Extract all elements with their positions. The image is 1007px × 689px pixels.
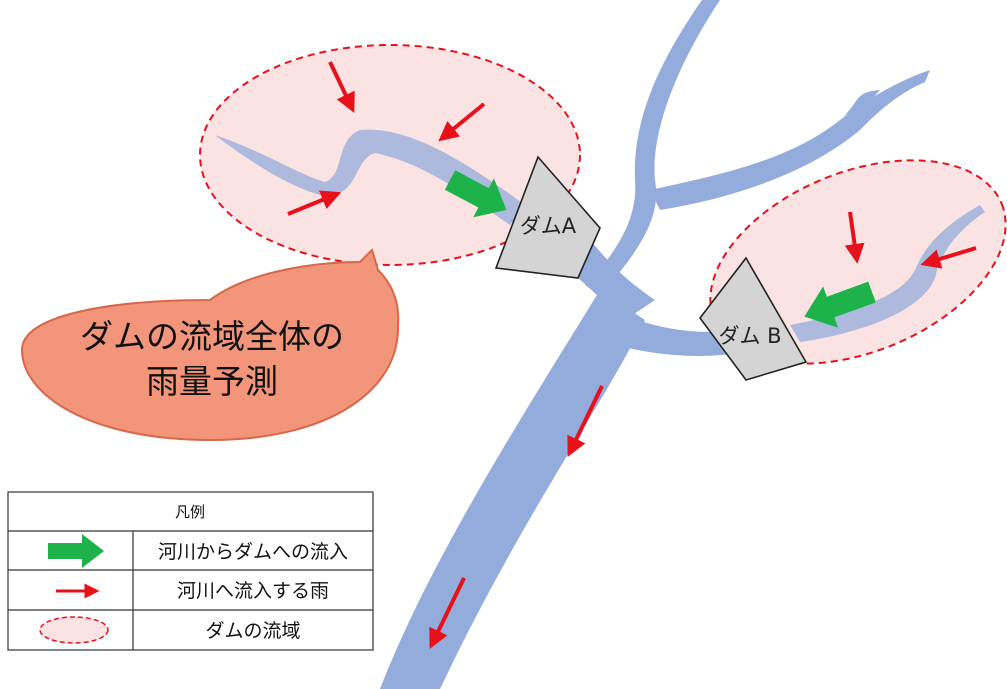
rain-arrows <box>287 61 977 650</box>
watershed-b-ellipse <box>709 159 1007 365</box>
green-arrow-icon <box>48 534 104 568</box>
rain-arrow <box>429 577 466 650</box>
rain-arrow <box>328 61 355 114</box>
river-upstream-b <box>790 205 985 342</box>
legend-label-watershed: ダムの流域 <box>205 620 300 642</box>
river-main-trunk <box>380 290 645 689</box>
inflow-arrow-a <box>444 170 507 218</box>
rain-arrow <box>920 246 977 269</box>
dam-b: ダム B <box>698 256 808 381</box>
legend-label-inflow: 河川からダムへの流入 <box>158 541 348 563</box>
river-right-branch <box>650 70 930 210</box>
inflow-arrow-b <box>804 281 876 328</box>
legend-label-rain: 河川へ流入する雨 <box>177 580 329 602</box>
dashed-ellipse-icon <box>39 616 109 644</box>
river-right-tip <box>845 90 880 115</box>
rain-arrow <box>438 102 486 142</box>
legend-title: 凡例 <box>175 503 205 521</box>
callout-line-1: ダムの流域全体の <box>80 317 344 356</box>
callout-line-2: 雨量予測 <box>146 362 278 401</box>
dam-b-label: ダム B <box>718 324 781 348</box>
river-top-branch <box>585 0 720 295</box>
rain-arrow <box>844 211 865 264</box>
rain-arrow <box>287 190 342 216</box>
dam-a: ダムA <box>494 155 601 279</box>
legend: 凡例 河川からダムへの流入 河川へ流入する雨 ダムの流域 <box>7 491 374 651</box>
rain-arrow <box>567 385 604 458</box>
callout-bubble: ダムの流域全体の 雨量予測 <box>20 248 400 442</box>
dam-a-label: ダムA <box>520 214 577 238</box>
river-branch-dam-b <box>615 315 745 356</box>
